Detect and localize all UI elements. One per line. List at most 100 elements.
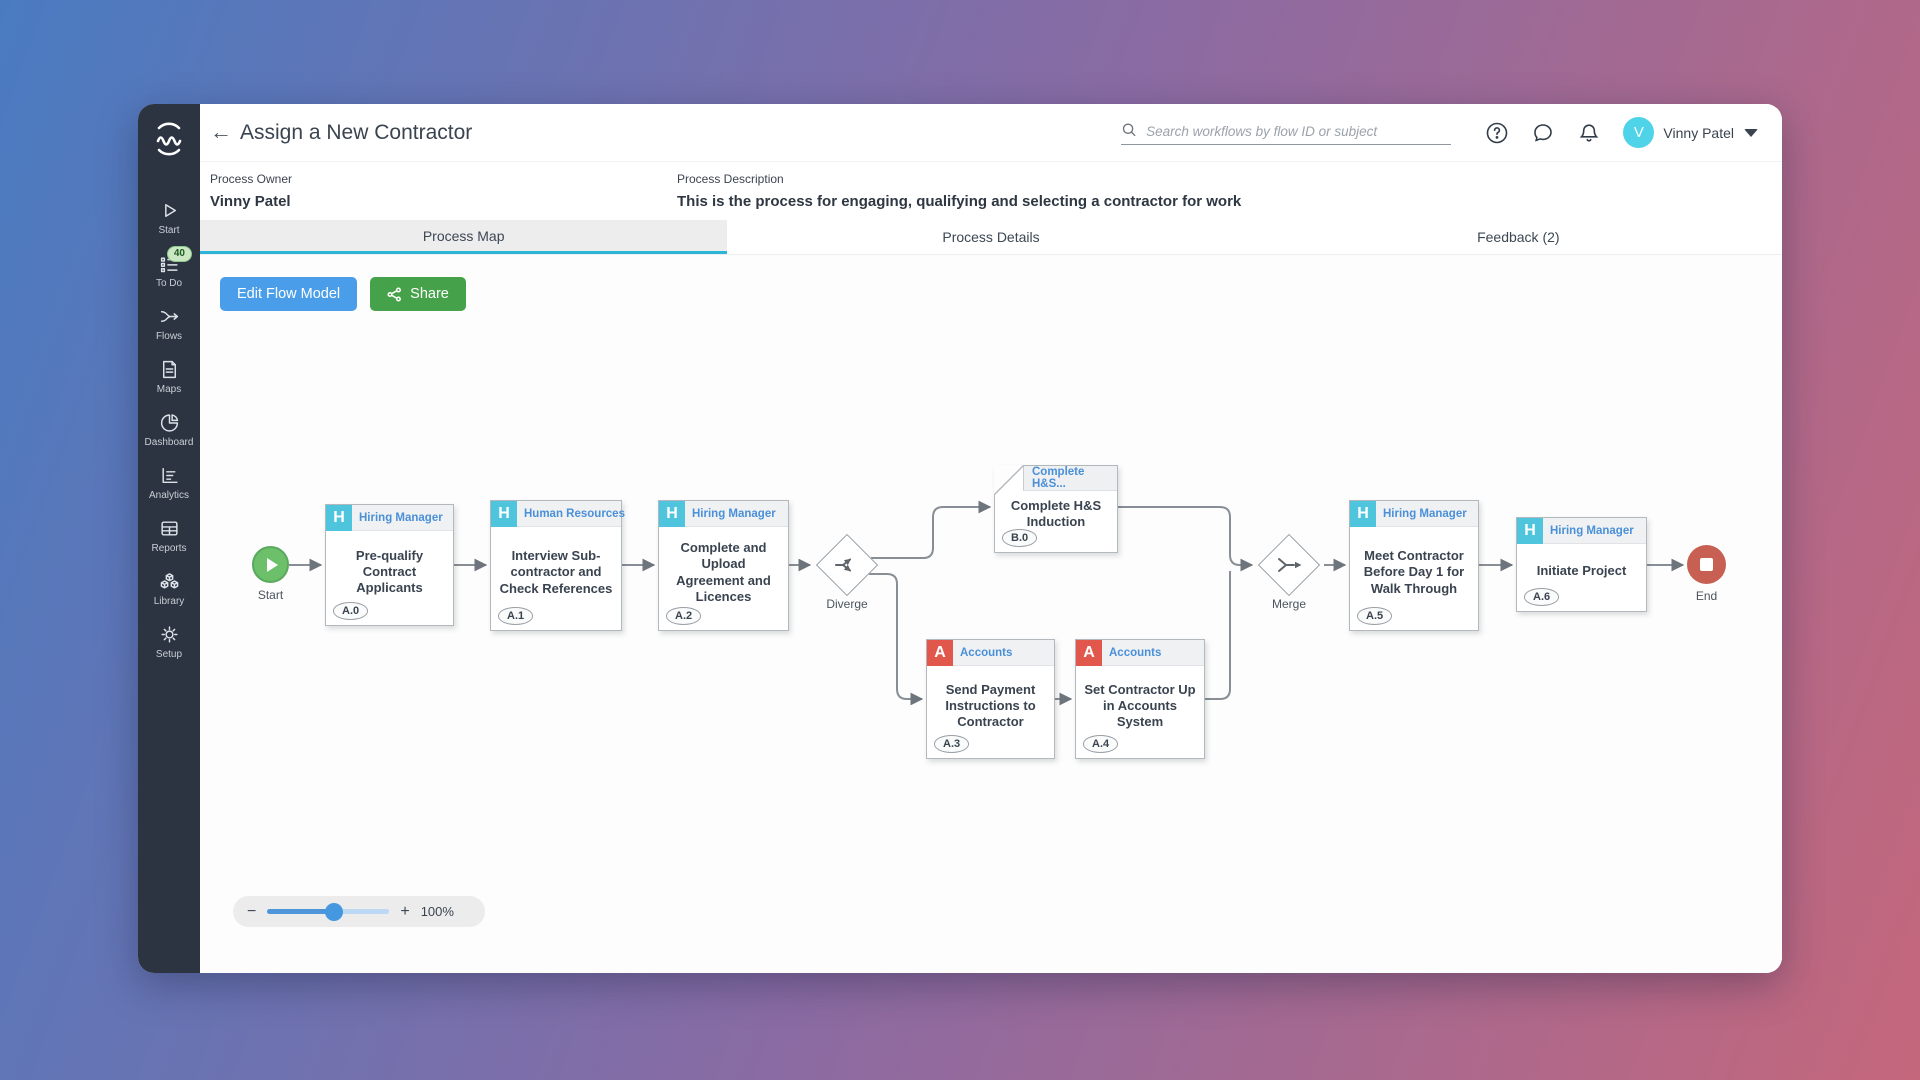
sidebar-item-reports[interactable]: Reports <box>138 518 200 554</box>
sidebar-item-analytics[interactable]: Analytics <box>138 465 200 501</box>
user-menu-chevron-down-icon[interactable] <box>1744 128 1758 137</box>
task-node-a3[interactable]: A Accounts Send Payment Instructions to … <box>926 639 1055 759</box>
task-node-a2[interactable]: H Hiring Manager Complete and Upload Agr… <box>658 500 789 631</box>
role-badge-h: H <box>491 500 517 527</box>
sidebar-item-todo[interactable]: 40 To Do <box>138 246 200 289</box>
sidebar-item-start[interactable]: Start <box>138 200 200 236</box>
sidebar-item-label: Library <box>153 596 185 607</box>
task-title: Pre-qualify Contract Applicants <box>355 547 424 596</box>
search-input[interactable] <box>1146 123 1452 139</box>
workflow-search[interactable] <box>1121 121 1452 145</box>
zoom-out-button[interactable]: − <box>247 902 257 920</box>
user-avatar[interactable]: V <box>1623 117 1655 148</box>
flow-canvas[interactable]: Start H Hiring Manager Pre-qualify Contr… <box>200 255 1782 973</box>
notifications-bell-icon[interactable] <box>1577 121 1601 145</box>
app-window: Start 40 To Do Flows Maps <box>138 104 1782 973</box>
zoom-slider[interactable] <box>267 902 390 921</box>
role-badge-a: A <box>1076 639 1102 666</box>
task-title: Set Contractor Up in Accounts System <box>1084 681 1196 730</box>
dashboard-pie-icon <box>160 414 178 432</box>
reports-table-icon <box>160 521 178 536</box>
help-icon[interactable] <box>1485 121 1509 145</box>
role-badge-h: H <box>1517 517 1543 544</box>
merge-label: Merge <box>1271 597 1306 611</box>
end-event-node[interactable]: End <box>1687 545 1726 603</box>
process-meta: Process Owner Vinny Patel Process Descri… <box>200 162 1782 220</box>
analytics-icon <box>161 467 178 484</box>
sidebar-item-label: Maps <box>156 384 182 395</box>
sidebar-item-setup[interactable]: Setup <box>138 624 200 660</box>
user-name: Vinny Patel <box>1663 124 1734 141</box>
app-logo-icon <box>156 122 182 156</box>
process-map-content: Edit Flow Model Share <box>200 255 1782 973</box>
task-node-a4[interactable]: A Accounts Set Contractor Up in Accounts… <box>1075 639 1205 759</box>
sidebar-item-label: Setup <box>155 649 183 660</box>
task-node-a0[interactable]: H Hiring Manager Pre-qualify Contract Ap… <box>325 504 454 626</box>
diverge-label: Diverge <box>826 597 868 611</box>
role-badge-h: H <box>1350 500 1376 527</box>
flow-connectors <box>289 500 1685 706</box>
task-id-badge: A.4 <box>1083 735 1119 753</box>
process-owner-label: Process Owner <box>210 172 293 186</box>
process-description-value: This is the process for engaging, qualif… <box>677 193 1242 210</box>
sidebar: Start 40 To Do Flows Maps <box>138 104 200 973</box>
subprocess-id-badge: B.0 <box>1002 529 1038 547</box>
task-role: Hiring Manager <box>359 511 443 524</box>
zoom-control: − + 100% <box>233 896 485 927</box>
edit-flow-model-button[interactable]: Edit Flow Model <box>220 277 358 311</box>
header-icons <box>1485 121 1601 145</box>
merge-gateway-node[interactable]: Merge <box>1256 532 1322 611</box>
task-role: Hiring Manager <box>1550 524 1634 537</box>
task-id-badge: A.0 <box>333 602 369 620</box>
back-arrow-icon[interactable]: ← <box>210 118 232 144</box>
sidebar-item-maps[interactable]: Maps <box>138 359 200 395</box>
sidebar-item-flows[interactable]: Flows <box>138 306 200 342</box>
zoom-level-value: 100% <box>420 904 454 919</box>
sidebar-item-label: Analytics <box>148 490 189 501</box>
sidebar-item-label: Dashboard <box>144 437 194 448</box>
map-toolbar: Edit Flow Model Share <box>220 277 466 311</box>
tab-process-details[interactable]: Process Details <box>942 229 1040 245</box>
start-event-node[interactable]: Start <box>252 546 289 602</box>
chat-icon[interactable] <box>1531 121 1555 145</box>
sidebar-item-library[interactable]: Library <box>138 571 200 607</box>
role-badge-h: H <box>659 500 685 527</box>
task-title: Complete and Upload Agreement and Licenc… <box>676 540 771 604</box>
main-panel: ← Assign a New Contractor <box>200 104 1782 973</box>
task-role: Accounts <box>1109 646 1162 659</box>
sidebar-item-label: Flows <box>155 331 183 342</box>
task-id-badge: A.5 <box>1357 607 1393 625</box>
zoom-slider-thumb[interactable] <box>325 902 344 921</box>
tab-feedback[interactable]: Feedback (2) <box>1477 229 1560 245</box>
task-id-badge: A.6 <box>1524 588 1560 606</box>
task-id-badge: A.1 <box>498 607 534 625</box>
task-role: Hiring Manager <box>692 507 776 520</box>
end-node-icon <box>1687 545 1726 584</box>
task-role: Accounts <box>960 646 1013 659</box>
sidebar-item-dashboard[interactable]: Dashboard <box>138 412 200 448</box>
task-id-badge: A.3 <box>934 735 970 753</box>
share-button[interactable]: Share <box>370 277 466 311</box>
task-title: Interview Sub-contractor and Check Refer… <box>499 548 613 596</box>
sidebar-item-label: Start <box>158 225 180 236</box>
process-owner-value: Vinny Patel <box>210 193 291 210</box>
sidebar-item-label: To Do <box>155 278 183 289</box>
subprocess-title: Complete H&S Induction <box>1010 497 1102 529</box>
todo-count-badge: 40 <box>166 246 192 262</box>
task-id-badge: A.2 <box>666 607 702 625</box>
top-bar: ← Assign a New Contractor <box>200 104 1782 162</box>
merge-icon <box>1256 532 1322 598</box>
search-icon <box>1123 123 1137 136</box>
task-node-a6[interactable]: H Hiring Manager Initiate Project A.6 <box>1516 517 1647 612</box>
subprocess-node-b0[interactable]: Complete H&S... Complete H&S Induction B… <box>994 465 1118 553</box>
diverge-icon <box>814 532 880 598</box>
zoom-in-button[interactable]: + <box>400 902 410 920</box>
tab-process-map[interactable]: Process Map <box>200 220 728 254</box>
start-node-icon <box>252 546 289 583</box>
diverge-gateway-node[interactable]: Diverge <box>814 532 880 611</box>
start-icon <box>164 203 176 218</box>
folded-corner-icon <box>994 465 1025 496</box>
task-node-a5[interactable]: H Hiring Manager Meet Contractor Before … <box>1349 500 1479 631</box>
subprocess-tab-label: Complete H&S... <box>1023 466 1117 491</box>
task-node-a1[interactable]: H Human Resources Interview Sub-contract… <box>490 500 625 631</box>
